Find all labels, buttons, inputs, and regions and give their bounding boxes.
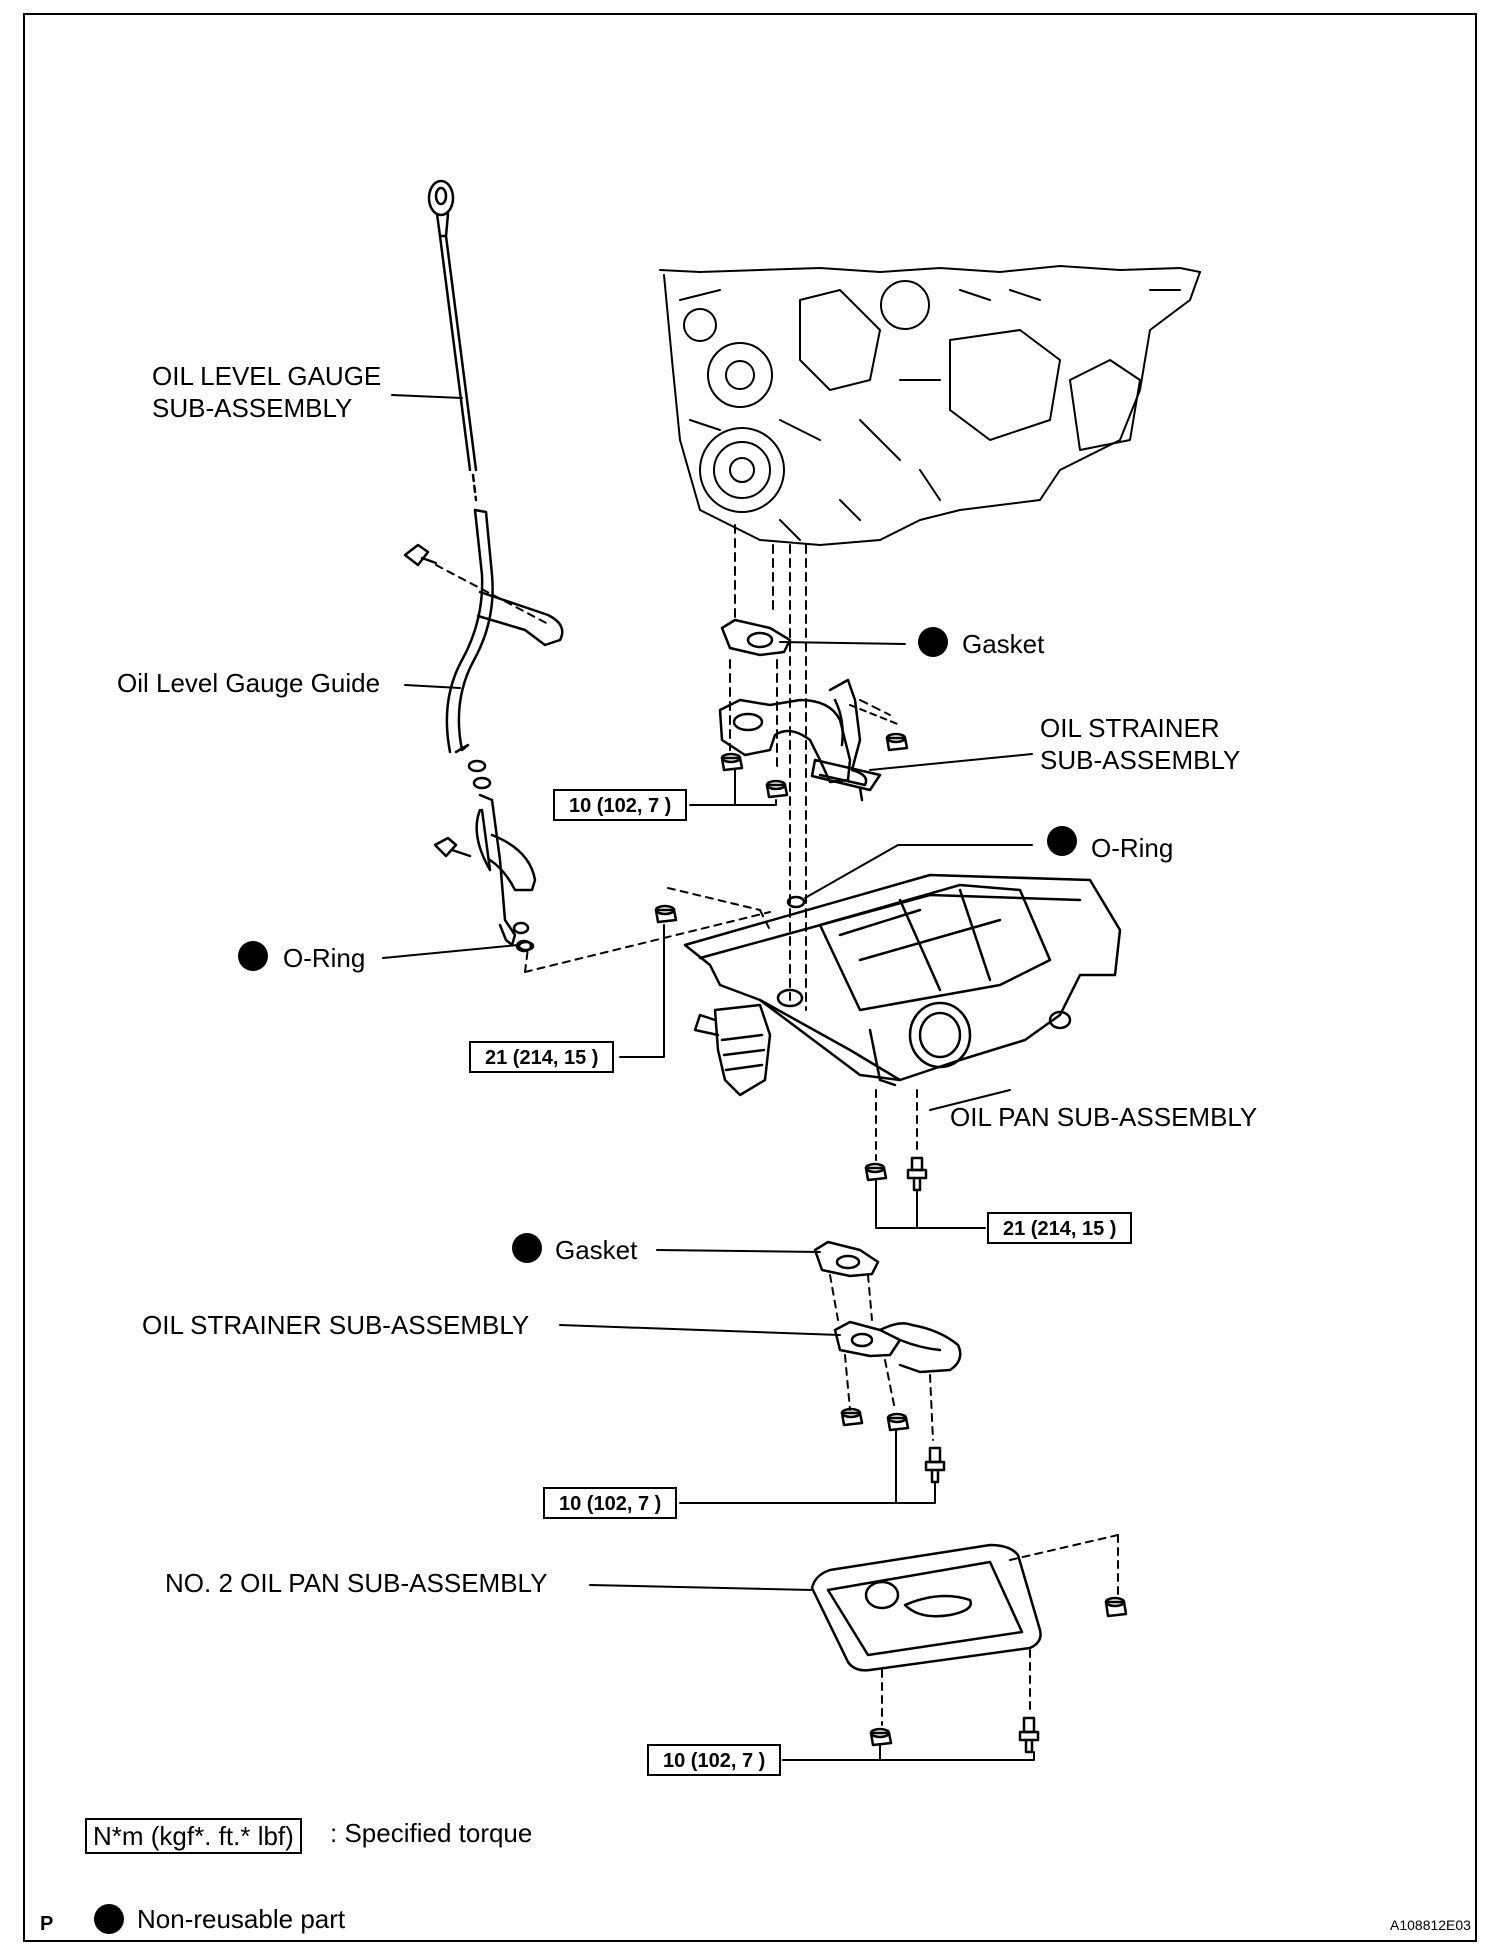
gasket-top-label: Gasket	[962, 629, 1045, 659]
oil-strainer-top-part	[718, 678, 909, 802]
oil-strainer-top-label-line2: SUB-ASSEMBLY	[1040, 745, 1241, 775]
corner-mark-left: P	[40, 1913, 54, 1935]
oil-strainer-bottom-part	[833, 1320, 962, 1484]
no2-oil-pan-label: NO. 2 OIL PAN SUB-ASSEMBLY	[165, 1568, 548, 1598]
non-reusable-dot-gasket-top	[918, 627, 948, 657]
torque-box-strainer-top: 10 (102, 7 )	[553, 789, 688, 821]
legend-torque-unit-box: N*m (kgf*. ft.* lbf)	[85, 1818, 302, 1854]
torque-box-pan-left: 21 (214, 15 )	[469, 1041, 615, 1073]
oil-strainer-bottom-label: OIL STRAINER SUB-ASSEMBLY	[142, 1310, 530, 1340]
engine-block-part	[659, 265, 1201, 546]
oil-level-gauge-label-line1: OIL LEVEL GAUGE	[152, 361, 382, 391]
oil-level-gauge-guide-part	[403, 508, 564, 953]
o-ring-left-label: O-Ring	[283, 943, 366, 973]
oil-pan-part	[683, 873, 1122, 1097]
oil-level-gauge-part	[427, 179, 478, 502]
legend-torque-description: : Specified torque	[330, 1818, 533, 1848]
non-reusable-dot-o-ring-right	[1047, 826, 1077, 856]
gasket-bottom-label: Gasket	[555, 1235, 638, 1265]
oil-level-gauge-label-line2: SUB-ASSEMBLY	[152, 393, 353, 423]
torque-box-no2-pan: 10 (102, 7 )	[647, 1744, 782, 1776]
non-reusable-dot-o-ring-left	[238, 941, 268, 971]
non-reusable-dot-gasket-bottom	[512, 1233, 542, 1263]
diagram-frame	[23, 13, 1477, 1942]
o-ring-right-label: O-Ring	[1091, 833, 1174, 863]
oil-strainer-top-label-line1: OIL STRAINER	[1040, 713, 1220, 743]
figure-code: A108812E03	[1390, 1917, 1471, 1933]
torque-box-pan-bottom: 21 (214, 15 )	[987, 1212, 1133, 1244]
torque-box-strainer-bottom: 10 (102, 7 )	[543, 1487, 678, 1519]
oil-pan-label: OIL PAN SUB-ASSEMBLY	[950, 1102, 1258, 1132]
legend-non-reusable-dot	[94, 1904, 124, 1934]
leader-lines	[382, 394, 1035, 1761]
gasket-bottom-part	[813, 1240, 880, 1321]
no2-oil-pan-part	[810, 1534, 1128, 1754]
oil-level-gauge-guide-label: Oil Level Gauge Guide	[117, 668, 381, 698]
legend-non-reusable-text: Non-reusable part	[137, 1904, 346, 1934]
gasket-top-part	[720, 618, 792, 657]
